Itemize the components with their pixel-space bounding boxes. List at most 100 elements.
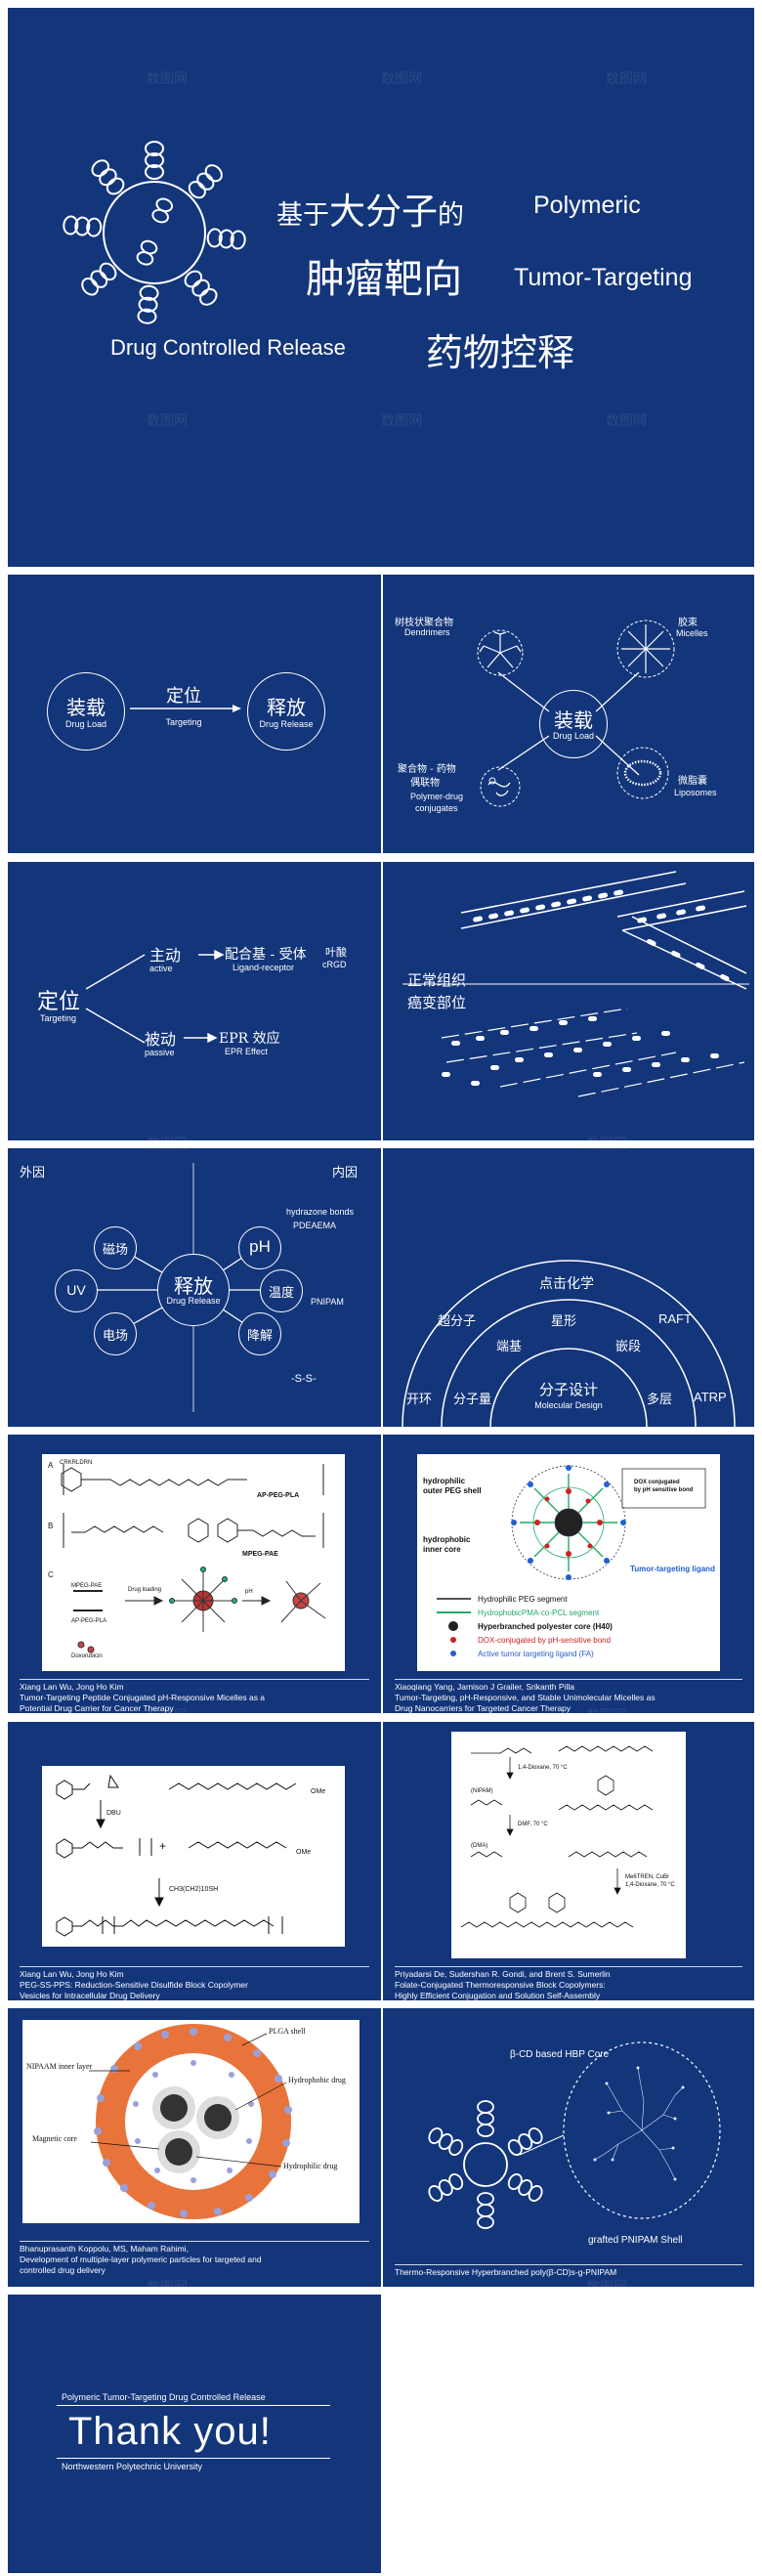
svg-text:OMe: OMe xyxy=(311,1788,325,1795)
svg-text:1,4-Dioxane, 70 °C: 1,4-Dioxane, 70 °C xyxy=(625,1882,675,1888)
degrade-circle xyxy=(238,1312,281,1355)
temp-circle xyxy=(260,1269,303,1312)
raft-label: RAFT xyxy=(658,1311,692,1326)
target-cn: 定位 xyxy=(37,990,81,1014)
svg-text:+: + xyxy=(159,1839,166,1853)
svg-text:Hydrophobic drug: Hydrophobic drug xyxy=(288,2076,346,2084)
svg-text:DMF, 70 °C: DMF, 70 °C xyxy=(518,1822,548,1827)
svg-text:PLGA shell: PLGA shell xyxy=(269,2027,306,2036)
title-line3-en: Drug Controlled Release xyxy=(110,335,346,360)
liposomes-cn: 微脂囊 xyxy=(678,776,707,787)
svg-text:NIPAAM inner layer: NIPAAM inner layer xyxy=(26,2062,93,2071)
thanks-subtitle: Polymeric Tumor-Targeting Drug Controlle… xyxy=(62,2392,266,2402)
title-line1-en: Polymeric xyxy=(533,192,641,219)
svg-text:OMe: OMe xyxy=(296,1849,311,1856)
svg-text:CRKRLDRN: CRKRLDRN xyxy=(60,1460,92,1466)
active-cn: 主动 xyxy=(149,946,182,965)
multilayer: 多层 xyxy=(647,1393,673,1407)
slide-thermo-hbp: β-CD based HBP Core grafted PNIPAM Shell… xyxy=(383,2008,754,2287)
disulfide-text: -S-S- xyxy=(291,1373,317,1385)
slide-paper-unimolecular: hydrophilic outer PEG shell hydrophobic … xyxy=(383,1435,754,1713)
svg-text:B: B xyxy=(48,1522,53,1530)
svg-text:inner core: inner core xyxy=(423,1545,461,1554)
release-cn: 释放 xyxy=(267,696,306,719)
normal-tissue-label: 正常组织 xyxy=(407,971,467,989)
dendrimers-en: Dendrimers xyxy=(404,627,450,637)
slide-paper-folate: 1,4-Dioxane, 70 °C (NIPAM) DMF, 70 °C (D… xyxy=(383,1722,754,2000)
divider-bottom xyxy=(57,2458,330,2459)
svg-text:C: C xyxy=(48,1570,54,1579)
svg-text:HydrophobicPMA-co-PCL segment: HydrophobicPMA-co-PCL segment xyxy=(478,1609,600,1617)
targeting-branches xyxy=(85,949,225,1044)
figure-multilayer: PLGA shell NIPAAM inner layer Hydrophobi… xyxy=(22,2020,360,2223)
load-cn: 装载 xyxy=(66,696,106,719)
slide-thanks: Polymeric Tumor-Targeting Drug Controlle… xyxy=(8,2295,381,2573)
svg-text:Active tumor targeting ligand: Active tumor targeting ligand (FA) xyxy=(478,1650,594,1658)
svg-text:AP-PEG-PLA: AP-PEG-PLA xyxy=(71,1618,106,1624)
svg-text:MPEG-PAE: MPEG-PAE xyxy=(71,1583,102,1589)
star-shaped: 星形 xyxy=(551,1314,577,1329)
load-center-cn: 装载 xyxy=(554,708,593,732)
title-line3-cn: 药物控释 xyxy=(426,331,575,374)
svg-text:pH: pH xyxy=(245,1589,253,1595)
svg-text:Hydrophilic PEG segment: Hydrophilic PEG segment xyxy=(478,1595,568,1604)
uv-label: UV xyxy=(66,1282,86,1298)
ph-label: pH xyxy=(249,1237,271,1256)
svg-text:outer PEG shell: outer PEG shell xyxy=(423,1486,482,1495)
hydrazone-text: hydrazone bonds xyxy=(286,1207,355,1217)
passive-cn: 被动 xyxy=(145,1030,177,1049)
targeting-cn: 定位 xyxy=(166,686,201,707)
liposome-icon xyxy=(616,747,669,799)
figure-unimolecular: hydrophilic outer PEG shell hydrophobic … xyxy=(417,1454,720,1671)
molecular-weight: 分子量 xyxy=(453,1393,492,1407)
unimolecular-figure: hydrophilic outer PEG shell hydrophobic … xyxy=(423,1465,715,1658)
micelle-chemistry-figure: A B C CRKRLDRN AP-PEG-PLA MPEG-PAE MPEG-… xyxy=(48,1460,326,1659)
figure-pegsspps: + DBU OMe CH3(CH2)10SH OMe xyxy=(42,1766,345,1947)
active-en: active xyxy=(149,964,173,973)
block-copolymer: 嵌段 xyxy=(615,1340,642,1354)
svg-text:(NIPAM): (NIPAM) xyxy=(471,1788,493,1794)
dendrimer-icon xyxy=(477,629,524,676)
hbp-diagram xyxy=(425,2041,721,2229)
ph-circle xyxy=(238,1226,281,1269)
micelles-en: Micelles xyxy=(676,628,708,638)
slide-title: 基于大分子的 Polymeric 肿瘤靶向 Tumor-Targeting Dr… xyxy=(8,8,754,567)
release-circle xyxy=(247,672,325,751)
caption-hbp: Thermo-Responsive Hyperbranched poly(β-C… xyxy=(395,2264,742,2278)
load-circle xyxy=(47,672,125,751)
svg-text:DOX-conjugated by pH-sensitive: DOX-conjugated by pH-sensitive bond xyxy=(478,1636,611,1645)
degrade-label: 降解 xyxy=(246,1329,273,1344)
slide-carriers: 装载 Drug Load 树枝状聚合物 Dendrimers 胶束 Micell… xyxy=(383,575,754,853)
molecular-design-en: Molecular Design xyxy=(534,1400,603,1410)
epr-en: EPR Effect xyxy=(225,1047,268,1056)
title-line2-en: Tumor-Targeting xyxy=(514,264,693,291)
conjugates-cn2: 偶联物 xyxy=(410,778,440,789)
release-center-circle xyxy=(157,1254,230,1326)
conjugate-icon xyxy=(480,766,521,807)
ligand-en: Ligand-receptor xyxy=(233,963,295,972)
svg-text:AP-PEG-PLA: AP-PEG-PLA xyxy=(257,1492,299,1499)
caption-multilayer: Bhanuprasanth Koppolu, MS, Maham Rahimi,… xyxy=(20,2241,369,2276)
design-arcs xyxy=(402,1260,736,1427)
slide-paper-micelles: A B C CRKRLDRN AP-PEG-PLA MPEG-PAE MPEG-… xyxy=(8,1435,381,1713)
pnipam-shell-label: grafted PNIPAM Shell xyxy=(588,2235,683,2246)
svg-text:Tumor-targeting ligand: Tumor-targeting ligand xyxy=(630,1565,715,1573)
hbp-core-label: β-CD based HBP Core xyxy=(510,2049,610,2060)
tumor-site-label: 癌变部位 xyxy=(407,994,467,1011)
conjugates-en2: conjugates xyxy=(415,803,458,813)
svg-text:hydrophilic: hydrophilic xyxy=(423,1477,466,1485)
polymer-star-icon xyxy=(62,141,247,325)
thank-you-text: Thank you! xyxy=(68,2410,272,2453)
load-center-circle xyxy=(539,690,608,758)
folate-text: 叶酸 xyxy=(325,946,347,959)
svg-text:Magnetic core: Magnetic core xyxy=(32,2134,77,2143)
svg-text:Hydrophilic drug: Hydrophilic drug xyxy=(283,2162,337,2170)
svg-text:DOX conjugated: DOX conjugated xyxy=(634,1480,680,1485)
university-text: Northwestern Polytechnic University xyxy=(62,2462,203,2471)
carrier-connectors xyxy=(497,671,640,776)
micelle-drawing xyxy=(77,1567,326,1653)
micelle-icon xyxy=(616,620,675,678)
figure-micelles: A B C CRKRLDRN AP-PEG-PLA MPEG-PAE MPEG-… xyxy=(42,1454,345,1671)
slide-load-release: 装载 Drug Load 定位 Targeting 释放 Drug Releas… xyxy=(8,575,381,853)
